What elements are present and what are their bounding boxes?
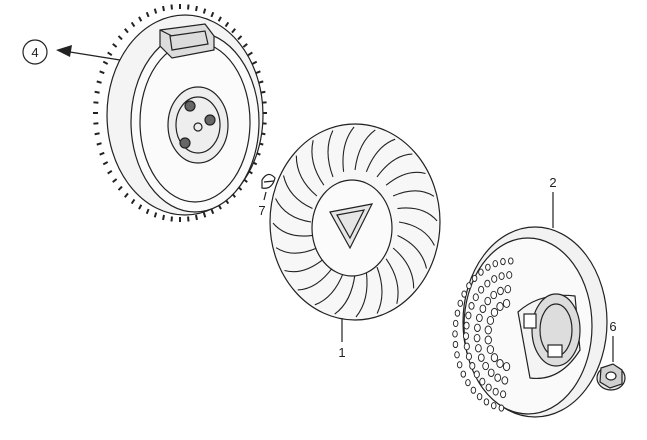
hub-hole	[204, 114, 216, 126]
pulley-slot	[547, 344, 563, 358]
hub-hole	[179, 137, 191, 149]
callout-6-label: 6	[609, 319, 616, 334]
woodruff-key[interactable]	[261, 173, 276, 189]
pulley-vent-holes	[452, 257, 514, 412]
callout-7-label: 7	[258, 203, 265, 218]
flywheel-hub	[167, 86, 229, 164]
starter-pulley[interactable]	[452, 226, 608, 418]
callout-7-leader	[263, 191, 267, 201]
callout-1-label: 1	[338, 345, 345, 360]
flange-nut[interactable]	[596, 363, 626, 391]
hub-hole	[184, 100, 196, 112]
callout-4-leader	[56, 45, 121, 61]
callout-4[interactable]: 4	[22, 39, 48, 65]
pulley-slot	[523, 313, 537, 329]
cooling-fan[interactable]	[269, 123, 441, 321]
callout-4-label: 4	[31, 45, 38, 60]
callout-2-label: 2	[549, 175, 556, 190]
fan-blades	[272, 126, 438, 318]
flywheel[interactable]	[93, 4, 267, 222]
